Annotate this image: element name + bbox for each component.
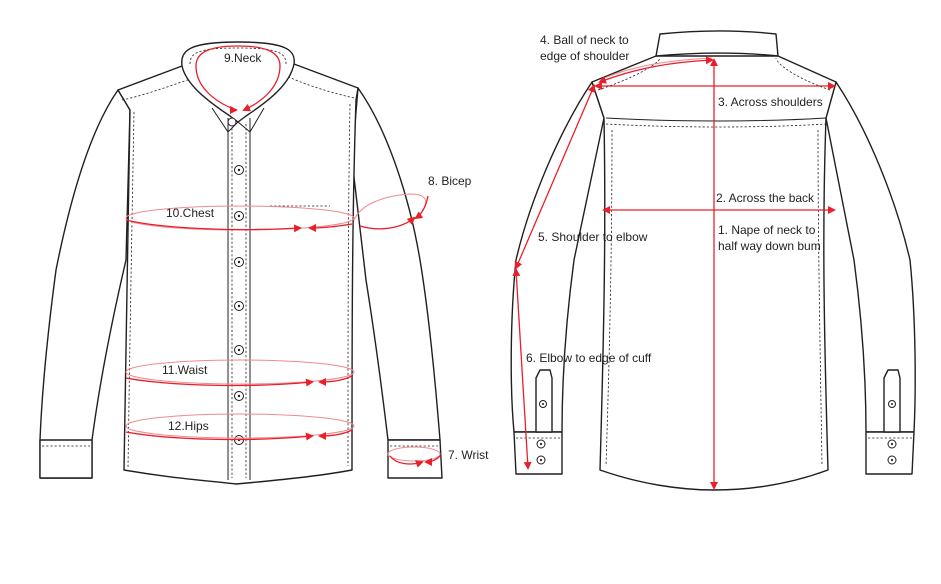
- ball-neck-shoulder-measure: [598, 56, 714, 84]
- label-nape-2: half way down bum: [718, 239, 821, 253]
- label-elbow-cuff: 6. Elbow to edge of cuff: [526, 351, 652, 365]
- front-body: [117, 63, 359, 485]
- label-waist: 11.Waist: [162, 363, 208, 377]
- back-left-sleeve: [510, 81, 605, 433]
- front-right-cuff: [387, 439, 443, 479]
- front-right-sleeve: [351, 87, 441, 441]
- front-collar: [181, 41, 295, 123]
- wrist-measure: [387, 446, 441, 468]
- label-hips: 12.Hips: [168, 419, 209, 433]
- front-left-cuff: [39, 439, 93, 479]
- label-chest: 10.Chest: [166, 206, 215, 220]
- back-right-sleeve: [825, 81, 916, 433]
- elbow-cuff-measure: [512, 268, 532, 470]
- back-collar: [655, 30, 779, 57]
- neck-measure: [195, 45, 281, 114]
- label-wrist: 7. Wrist: [448, 448, 489, 462]
- label-bicep: 8. Bicep: [428, 174, 472, 188]
- shirt-back: 4. Ball of neck to edge of shoulder 3. A…: [510, 30, 916, 491]
- label-ball-neck-2: edge of shoulder: [540, 49, 629, 63]
- hips-measure: [125, 413, 355, 441]
- shoulder-elbow-measure: [514, 84, 596, 270]
- chest-measure: [125, 205, 355, 233]
- shirt-front: 9.Neck 10.Chest 8. Bicep 11.Waist 12.Hip…: [39, 41, 489, 485]
- label-across-back: 2. Across the back: [716, 191, 815, 205]
- front-left-sleeve: [39, 89, 131, 479]
- label-across-shoulders: 3. Across shoulders: [718, 95, 823, 109]
- label-ball-neck-1: 4. Ball of neck to: [540, 33, 629, 47]
- label-shoulder-elbow: 5. Shoulder to elbow: [538, 230, 648, 244]
- waist-measure: [125, 359, 355, 387]
- label-nape-1: 1. Nape of neck to: [718, 223, 816, 237]
- bicep-measure: [353, 193, 429, 230]
- label-neck: 9.Neck: [224, 51, 262, 65]
